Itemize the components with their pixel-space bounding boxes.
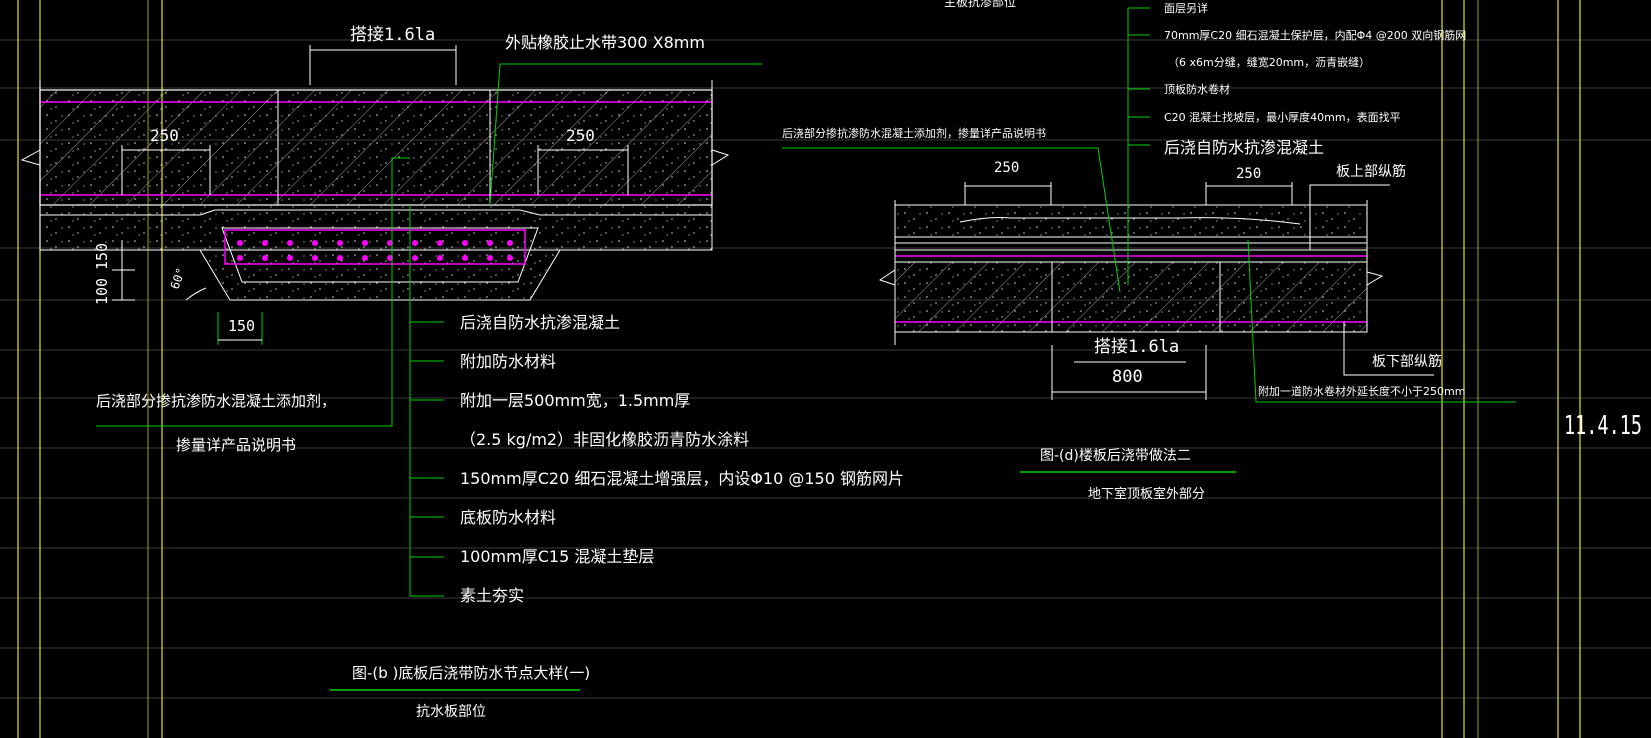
layer-d-2: （6 x6m分缝，缝宽20mm，沥青嵌缝） bbox=[1168, 55, 1370, 69]
extra-membrane-note-d: 附加一道防水卷材外延长度不小于250mm bbox=[1258, 384, 1465, 398]
layer-b-1: 附加防水材料 bbox=[460, 352, 556, 371]
angle-label-b: 60° bbox=[168, 266, 189, 291]
frame-lines bbox=[17, 0, 1581, 738]
side-text: 11.4.15 bbox=[1564, 411, 1642, 441]
layer-b-0: 后浇自防水抗渗混凝土 bbox=[460, 313, 620, 332]
layer-d-1: 70mm厚C20 细石混凝土保护层，内配Φ4 @200 双向钢筋网 bbox=[1164, 28, 1466, 42]
top-cut-text: 主板抗渗部位 bbox=[944, 0, 1016, 9]
subcaption-d: 地下室顶板室外部分 bbox=[1088, 486, 1205, 502]
layer-d-4: C20 混凝土找坡层，最小厚度40mm，表面找平 bbox=[1164, 110, 1401, 124]
layer-d-0: 面层另详 bbox=[1164, 1, 1208, 15]
additive-note-b-1: 后浇部分掺抗渗防水混凝土添加剂， bbox=[96, 392, 336, 410]
layer-b-6: 100mm厚C15 混凝土垫层 bbox=[460, 547, 654, 566]
dim-150-vertical-b: 150 bbox=[93, 243, 111, 270]
caption-d: 图-(d)楼板后浇带做法二 bbox=[1040, 448, 1191, 464]
caption-b: 图-(b )底板后浇带防水节点大样(一) bbox=[352, 664, 590, 682]
layer-b-7: 素土夯实 bbox=[460, 586, 524, 605]
dim-150-bottom-b: 150 bbox=[228, 317, 255, 335]
drawing-b: 搭接1.6la 外贴橡胶止水带300 X8mm 250 250 150 100 … bbox=[20, 25, 904, 720]
layer-b-2: 附加一层500mm宽，1.5mm厚 bbox=[460, 391, 690, 410]
drawing-d: 面层另详 70mm厚C20 细石混凝土保护层，内配Φ4 @200 双向钢筋网 （… bbox=[782, 1, 1516, 502]
dim-250-left-d: 250 bbox=[994, 160, 1019, 176]
dim-800-d: 800 bbox=[1112, 367, 1143, 387]
reinforcement-cage-b bbox=[224, 229, 526, 265]
lower-rebar-label-d: 板下部纵筋 bbox=[1372, 353, 1442, 370]
dim-100-vertical-b: 100 bbox=[93, 278, 111, 305]
layer-b-4: 150mm厚C20 细石混凝土增强层，内设Φ10 @150 钢筋网片 bbox=[460, 469, 904, 488]
layer-b-3: （2.5 kg/m2）非固化橡胶沥青防水涂料 bbox=[460, 430, 749, 449]
additive-note-b-2: 掺量详产品说明书 bbox=[176, 436, 296, 454]
layer-d-5: 后浇自防水抗渗混凝土 bbox=[1164, 138, 1324, 157]
lap-label-d: 搭接1.6la bbox=[1094, 337, 1179, 357]
dim-250-right-b: 250 bbox=[566, 126, 595, 145]
upper-rebar-label-d: 板上部纵筋 bbox=[1336, 163, 1406, 180]
dim-250-right-d: 250 bbox=[1236, 166, 1261, 182]
waterstop-label-b: 外贴橡胶止水带300 X8mm bbox=[505, 33, 705, 52]
layer-b-5: 底板防水材料 bbox=[460, 508, 556, 527]
trench-b bbox=[199, 249, 561, 301]
layer-d-3: 顶板防水卷材 bbox=[1164, 82, 1230, 96]
dim-250-left-b: 250 bbox=[150, 126, 179, 145]
lap-label-b: 搭接1.6la bbox=[350, 25, 435, 45]
subcaption-b: 抗水板部位 bbox=[416, 704, 486, 720]
additive-note-d: 后浇部分掺抗渗防水混凝土添加剂，掺量详产品说明书 bbox=[782, 126, 1046, 140]
